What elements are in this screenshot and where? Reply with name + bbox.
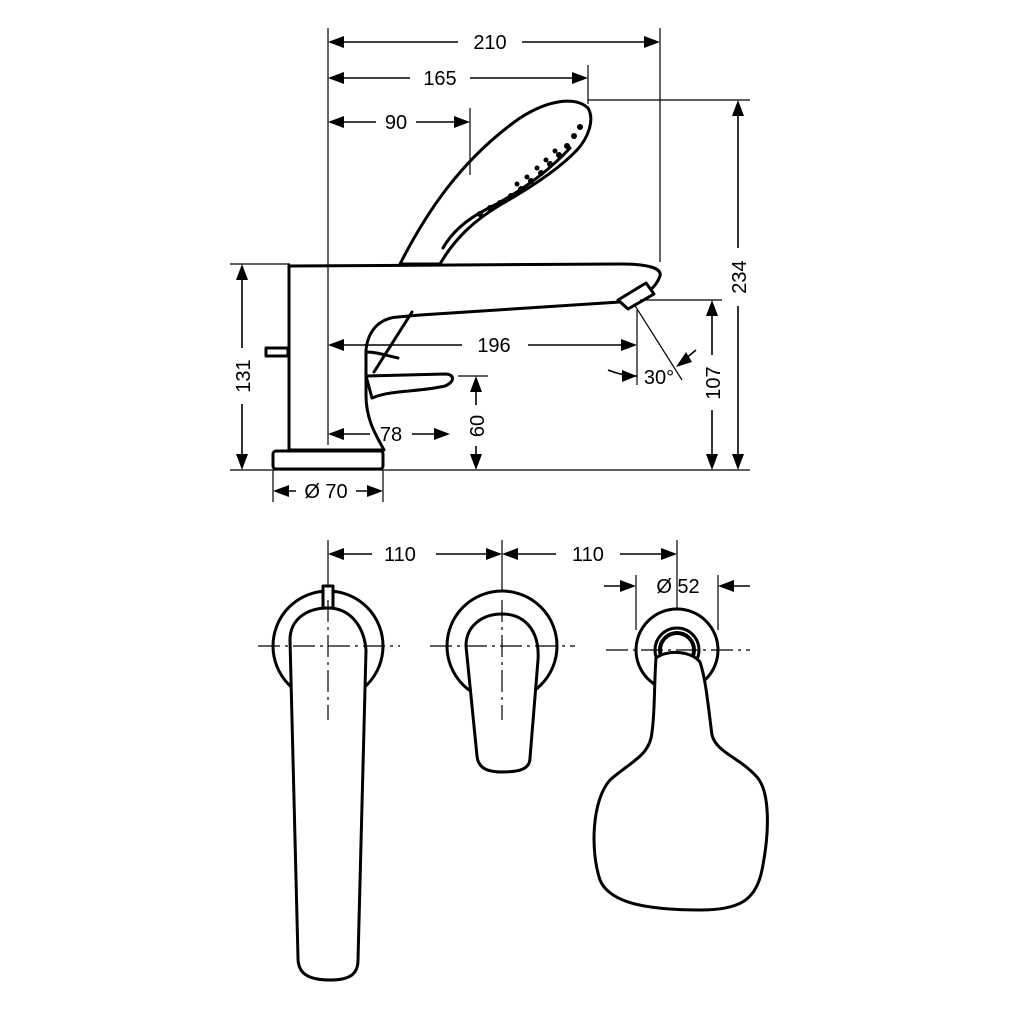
dimension-d52: Ø 52 [604,576,750,598]
dimension-210: 210 [328,32,660,54]
mixer-pin-top [321,584,335,610]
dimension-196: 196 [328,335,637,357]
mixer-spout [288,606,368,982]
dimension-30-label: 30° [644,367,674,389]
lever-side [364,372,454,400]
dimension-110-right-label: 110 [572,544,604,566]
base-flange [271,449,385,471]
dimension-60: 60 [467,376,489,470]
dimension-90: 90 [328,112,470,134]
diverter-top-view [430,589,575,774]
dimension-d70-label: Ø 70 [304,481,347,503]
dimension-90-label: 90 [385,112,407,134]
top-view: 110 110 Ø 52 [258,540,769,982]
dimension-165: 165 [328,68,588,90]
dimension-d70: Ø 70 [273,481,383,503]
dimension-165-label: 165 [423,68,456,90]
dimension-107-label: 107 [703,366,725,399]
dimension-131: 131 [233,264,255,470]
hand-shower-head-top [592,651,769,912]
dimension-234-label: 234 [729,260,751,293]
dimension-d52-label: Ø 52 [656,576,699,598]
dimension-110-right: 110 [502,544,677,566]
dimension-78: 78 [328,424,450,446]
dimension-60-label: 60 [467,415,489,437]
mixer-body [264,262,662,471]
dimension-196-label: 196 [477,335,510,357]
dimension-78-label: 78 [380,424,402,446]
dimension-107: 107 [703,300,725,470]
dimension-210-label: 210 [473,32,506,54]
dimension-110-left: 110 [328,544,502,566]
shower-holder-top-view [592,607,769,912]
angle-line-30 [633,303,683,381]
aerator [616,281,656,311]
dimension-131-label: 131 [233,359,255,392]
diverter-handle [464,612,540,774]
dimension-234: 234 [729,100,751,470]
mixer-top-view [258,584,400,982]
shower-nozzles [477,124,583,217]
side-pin [264,346,290,358]
side-view: 210 165 90 234 [230,28,751,503]
dimension-110-left-label: 110 [384,544,416,566]
dimension-angle-30: 30° [607,349,697,389]
hand-shower [398,99,593,266]
